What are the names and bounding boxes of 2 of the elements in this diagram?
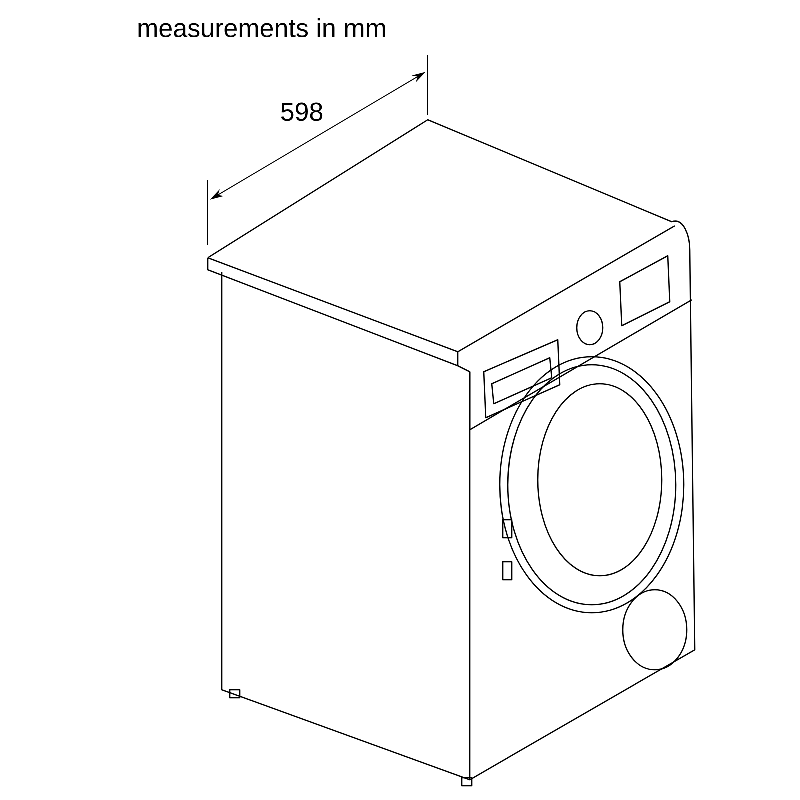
title: measurements in mm [138, 18, 386, 38]
dimension-label: 598 [281, 102, 323, 122]
